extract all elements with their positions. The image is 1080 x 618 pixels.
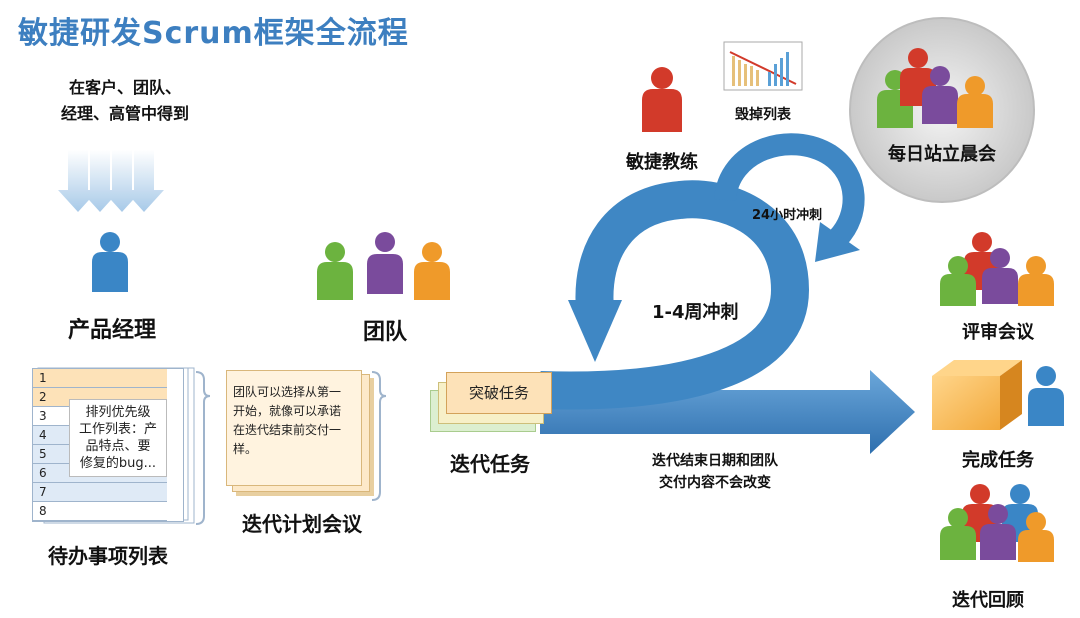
daily-meeting-label: 每日站立晨会 bbox=[888, 144, 996, 165]
planning-note: 团队可以选择从第一 开始，就像可以承诺 在迭代结束前交付一 样。 bbox=[226, 370, 362, 486]
input-arrows bbox=[58, 150, 164, 212]
backlog-bracket bbox=[195, 371, 211, 525]
backlog-note-line: 品特点、要 bbox=[85, 439, 151, 454]
backlog-note-line: 修复的bug... bbox=[79, 456, 157, 471]
planning-note-line: 在迭代结束前交付一 bbox=[233, 423, 342, 437]
source-line-2: 经理、高管中得到 bbox=[60, 104, 190, 123]
sprint-card: 突破任务 bbox=[446, 372, 552, 414]
review-label: 评审会议 bbox=[962, 322, 1034, 343]
backlog-note-line: 排列优先级 bbox=[85, 405, 151, 420]
page-title: 敏捷研发Scrum框架全流程 bbox=[18, 16, 409, 51]
coach-label: 敏捷教练 bbox=[626, 152, 698, 173]
sprint-backlog-label: 迭代任务 bbox=[450, 452, 530, 476]
backlog-row-number: 8 bbox=[33, 502, 167, 521]
backlog-note-line: 工作列表：产 bbox=[78, 422, 157, 437]
team-icons bbox=[317, 232, 450, 300]
product-manager-label: 产品经理 bbox=[67, 318, 157, 343]
source-line-1: 在客户、团队、 bbox=[68, 78, 182, 97]
retro-label: 迭代回顾 bbox=[952, 590, 1024, 611]
retro-team-icons bbox=[940, 484, 1054, 562]
sprint-loop-arrow bbox=[539, 180, 915, 454]
done-box-icon bbox=[932, 360, 1022, 430]
product-manager-icon bbox=[92, 232, 128, 292]
burndown-chart-icon bbox=[723, 41, 803, 91]
backlog-row-number: 7 bbox=[33, 483, 167, 502]
backlog-row-number: 1 bbox=[33, 369, 167, 388]
done-label: 完成任务 bbox=[962, 450, 1034, 471]
sprint-note: 迭代结束日期和团队 交付内容不会改变 bbox=[652, 450, 778, 494]
source-text: 在客户、团队、 经理、高管中得到 bbox=[61, 74, 189, 124]
sprint-note-line: 迭代结束日期和团队 bbox=[652, 453, 778, 469]
planning-label: 迭代计划会议 bbox=[242, 512, 362, 536]
daily-standup-circle bbox=[849, 17, 1035, 203]
planning-bracket bbox=[371, 371, 387, 501]
planning-note-line: 样。 bbox=[233, 442, 258, 456]
burndown-label: 毁掉列表 bbox=[735, 107, 791, 123]
sprint-note-line: 交付内容不会改变 bbox=[659, 475, 771, 491]
coach-icon bbox=[642, 67, 682, 132]
planning-note-line: 团队可以选择从第一 bbox=[233, 385, 342, 399]
backlog-label: 待办事项列表 bbox=[48, 544, 168, 568]
sprint-label: 1-4周冲刺 bbox=[652, 302, 739, 323]
done-person-icon bbox=[1028, 366, 1064, 426]
team-label: 团队 bbox=[362, 320, 408, 345]
daily-loop-arrow bbox=[714, 133, 865, 262]
planning-note-line: 开始，就像可以承诺 bbox=[233, 404, 342, 418]
backlog-note: 排列优先级 工作列表：产 品特点、要 修复的bug... bbox=[69, 399, 167, 477]
daily-cycle-label: 24小时冲刺 bbox=[752, 208, 823, 223]
review-team-icons bbox=[940, 232, 1054, 306]
